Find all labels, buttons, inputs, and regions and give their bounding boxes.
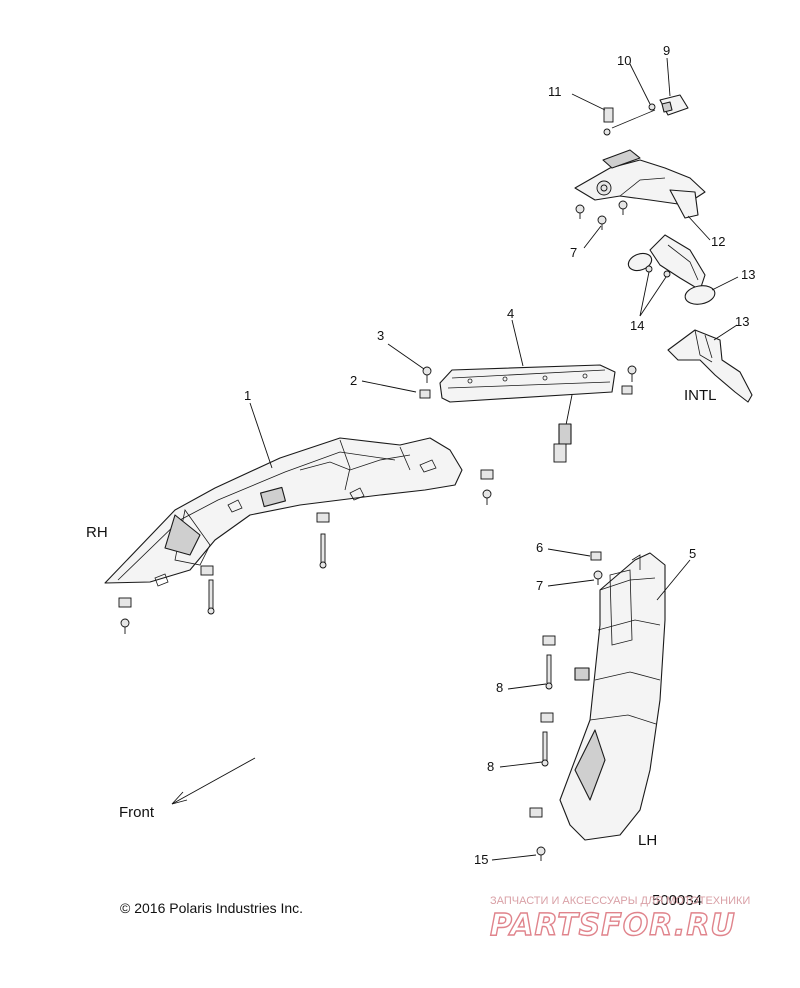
label-lh: LH [638, 832, 657, 849]
doc-number: 500034 [652, 892, 702, 909]
callout-14: 14 [630, 318, 644, 333]
callout-7a: 7 [536, 578, 543, 593]
callout-11: 11 [548, 84, 562, 99]
watermark-tagline: ЗАПЧАСТИ И АКСЕССУАРЫ ДЛЯ МОТОТЕХНИКИ [490, 895, 750, 907]
license-light [603, 94, 689, 136]
tail-light-hardware [419, 365, 637, 399]
view-labels: RH LH INTL Front [86, 387, 717, 849]
callout-6: 6 [536, 540, 543, 555]
lh-side-panel [559, 552, 666, 841]
callout-15: 15 [474, 852, 488, 867]
callout-1: 1 [244, 388, 251, 403]
callout-7b: 7 [570, 245, 577, 260]
callout-3: 3 [377, 328, 384, 343]
rh-hardware [118, 469, 494, 634]
copyright-text: © 2016 Polaris Industries Inc. [120, 900, 303, 916]
lh-hardware [529, 551, 603, 861]
license-bracket [574, 149, 706, 230]
callout-2: 2 [350, 373, 357, 388]
callout-8b: 8 [487, 759, 494, 774]
label-rh: RH [86, 524, 108, 541]
front-arrow [171, 757, 256, 805]
callout-numbers: 1 2 3 4 5 6 7 7 8 8 9 10 11 12 13 13 14 … [244, 43, 755, 867]
rh-side-panel [104, 437, 463, 587]
callout-10: 10 [617, 53, 631, 68]
callout-4: 4 [507, 306, 514, 321]
callout-5: 5 [689, 546, 696, 561]
callout-9: 9 [663, 43, 670, 58]
footer: © 2016 Polaris Industries Inc. 500034 [120, 892, 702, 916]
tail-light-bar [439, 364, 616, 463]
callout-13b: 13 [735, 314, 749, 329]
callout-8a: 8 [496, 680, 503, 695]
callout-13a: 13 [741, 267, 755, 282]
watermark-logo: PARTSFOR.RU [490, 908, 736, 943]
label-intl: INTL [684, 387, 717, 404]
reflector-bracket [627, 234, 716, 305]
callout-12: 12 [711, 234, 725, 249]
label-front: Front [119, 804, 155, 821]
watermark: ЗАПЧАСТИ И АКСЕССУАРЫ ДЛЯ МОТОТЕХНИКИ PA… [489, 895, 750, 944]
leader-lines [249, 57, 739, 861]
